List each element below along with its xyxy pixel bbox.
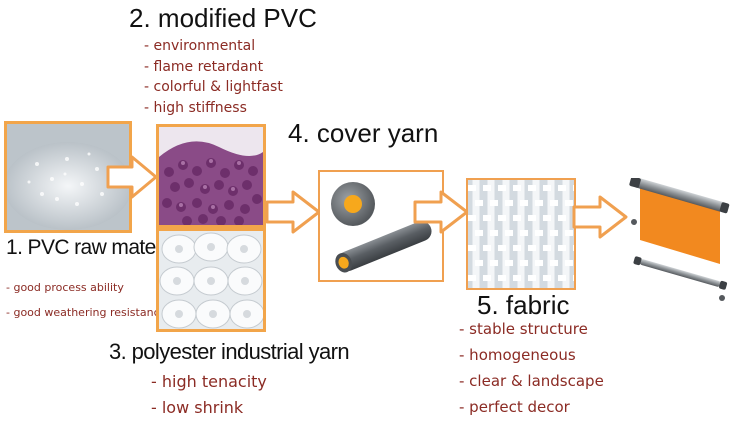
purple-pellets-photo <box>156 124 266 228</box>
step5-bullet: - homogeneous <box>459 346 576 364</box>
step2-bullet: - high stiffness <box>144 100 247 116</box>
flow-arrow <box>572 195 632 240</box>
step3-bullet: - high tenacity <box>151 372 267 391</box>
flow-arrow <box>413 190 473 235</box>
step5-bullet: - stable structure <box>459 320 588 338</box>
step5-title: 5. fabric <box>477 290 570 321</box>
step2-bullet: - flame retardant <box>144 59 263 75</box>
step5-bullet: - clear & landscape <box>459 372 604 390</box>
step3-bullet: - low shrink <box>151 398 243 417</box>
step4-title: 4. cover yarn <box>288 118 438 149</box>
step5-bullet: - perfect decor <box>459 398 570 416</box>
step1-bullet: - good weathering resistance <box>6 306 166 319</box>
flow-arrow <box>104 155 164 200</box>
woven-fabric-icon <box>466 178 576 290</box>
step2-bullet: - environmental <box>144 38 255 54</box>
flow-arrow <box>265 190 325 235</box>
step2-bullet: - colorful & lightfast <box>144 79 283 95</box>
yarn-spools-photo <box>156 228 266 332</box>
step1-bullet: - good process ability <box>6 281 124 294</box>
step3-title: 3. polyester industrial yarn <box>109 339 349 365</box>
roller-blind-icon <box>624 178 734 303</box>
step2-title: 2. modified PVC <box>129 3 317 34</box>
